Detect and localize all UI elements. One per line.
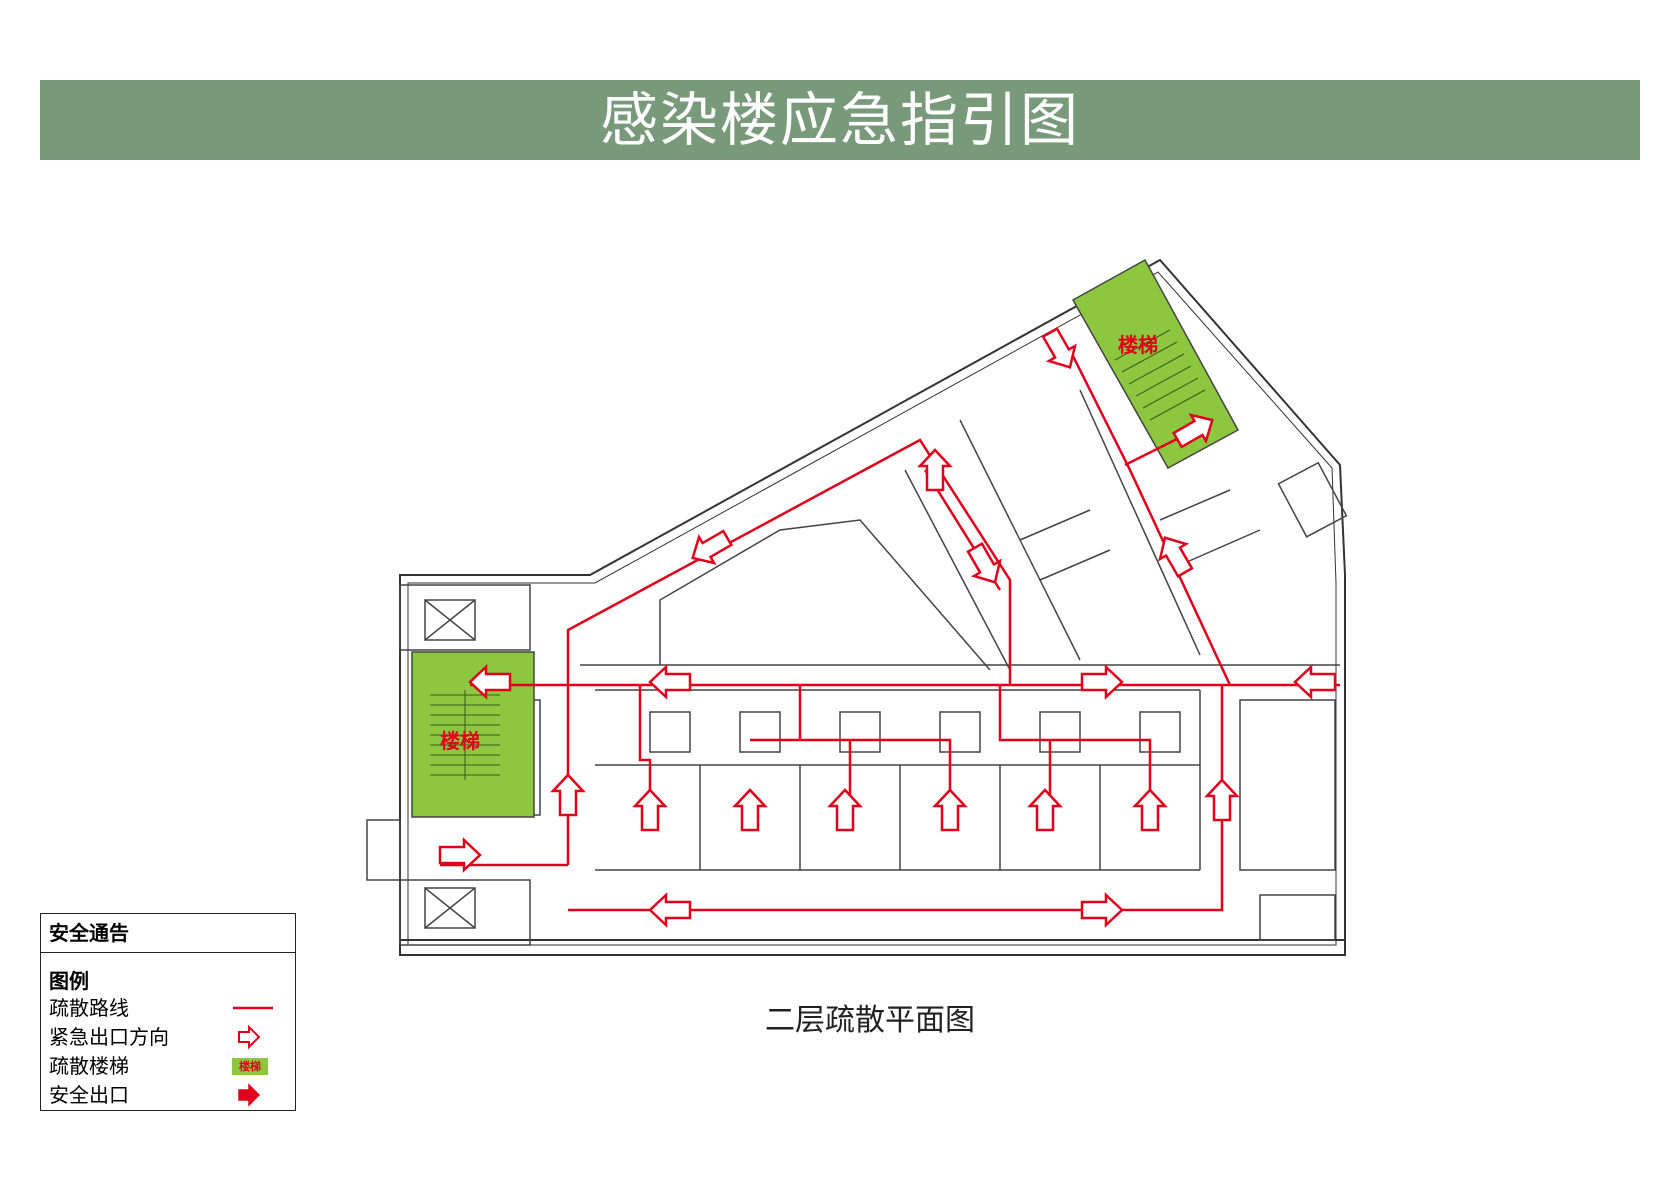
stair-left-label: 楼梯 [440,729,480,753]
arrow-icon [648,665,692,699]
building-walls [399,258,1346,956]
arrow-icon [733,788,767,832]
left-block [366,584,541,946]
legend-item-label: 疏散楼梯 [49,1054,129,1078]
solid-arrow-icon [238,1083,261,1107]
stair-badge-icon: 楼梯 [232,1058,268,1075]
legend-item-label: 疏散路线 [49,996,129,1020]
arrow-icon [551,773,585,817]
arrow-icon [1205,778,1239,822]
legend-item: 疏散楼梯 楼梯 [41,1052,295,1081]
page-title: 感染楼应急指引图 [599,86,1080,154]
arrow-icon [1028,788,1062,832]
title-banner: 感染楼应急指引图 [40,80,1640,160]
arrow-icon [1035,323,1085,377]
arrow-icon [918,448,952,492]
arrow-icon [1150,528,1200,582]
stair-right: 楼梯 [1071,258,1240,470]
legend-item-label: 安全出口 [49,1083,129,1107]
legend-item: 疏散路线 [41,994,295,1023]
arrow-icon [1133,788,1167,832]
plan-caption: 二层疏散平面图 [765,1003,975,1038]
route-line-icon [233,1006,273,1010]
legend-title: 图例 [49,969,89,993]
stair-left: 楼梯 [411,651,535,818]
legend-item: 安全出口 [41,1081,295,1110]
arrow-icon [648,893,692,927]
legend-item-label: 紧急出口方向 [49,1025,169,1049]
arrow-icon [633,788,667,832]
upper-rooms [580,389,1348,671]
legend-header: 安全通告 [41,914,295,953]
hollow-arrow-icon [238,1024,261,1050]
arrow-icon [828,788,862,832]
stair-right-label: 楼梯 [1118,333,1158,357]
arrow-icon [1080,893,1124,927]
ward-rooms [595,689,1336,941]
arrow-icon [1293,665,1337,699]
arrow-icon [933,788,967,832]
legend: 安全通告 图例 疏散路线 紧急出口方向 疏散楼梯 楼梯 安全出口 [40,913,296,1111]
legend-item: 紧急出口方向 [41,1023,295,1052]
arrow-icon [1080,665,1124,699]
